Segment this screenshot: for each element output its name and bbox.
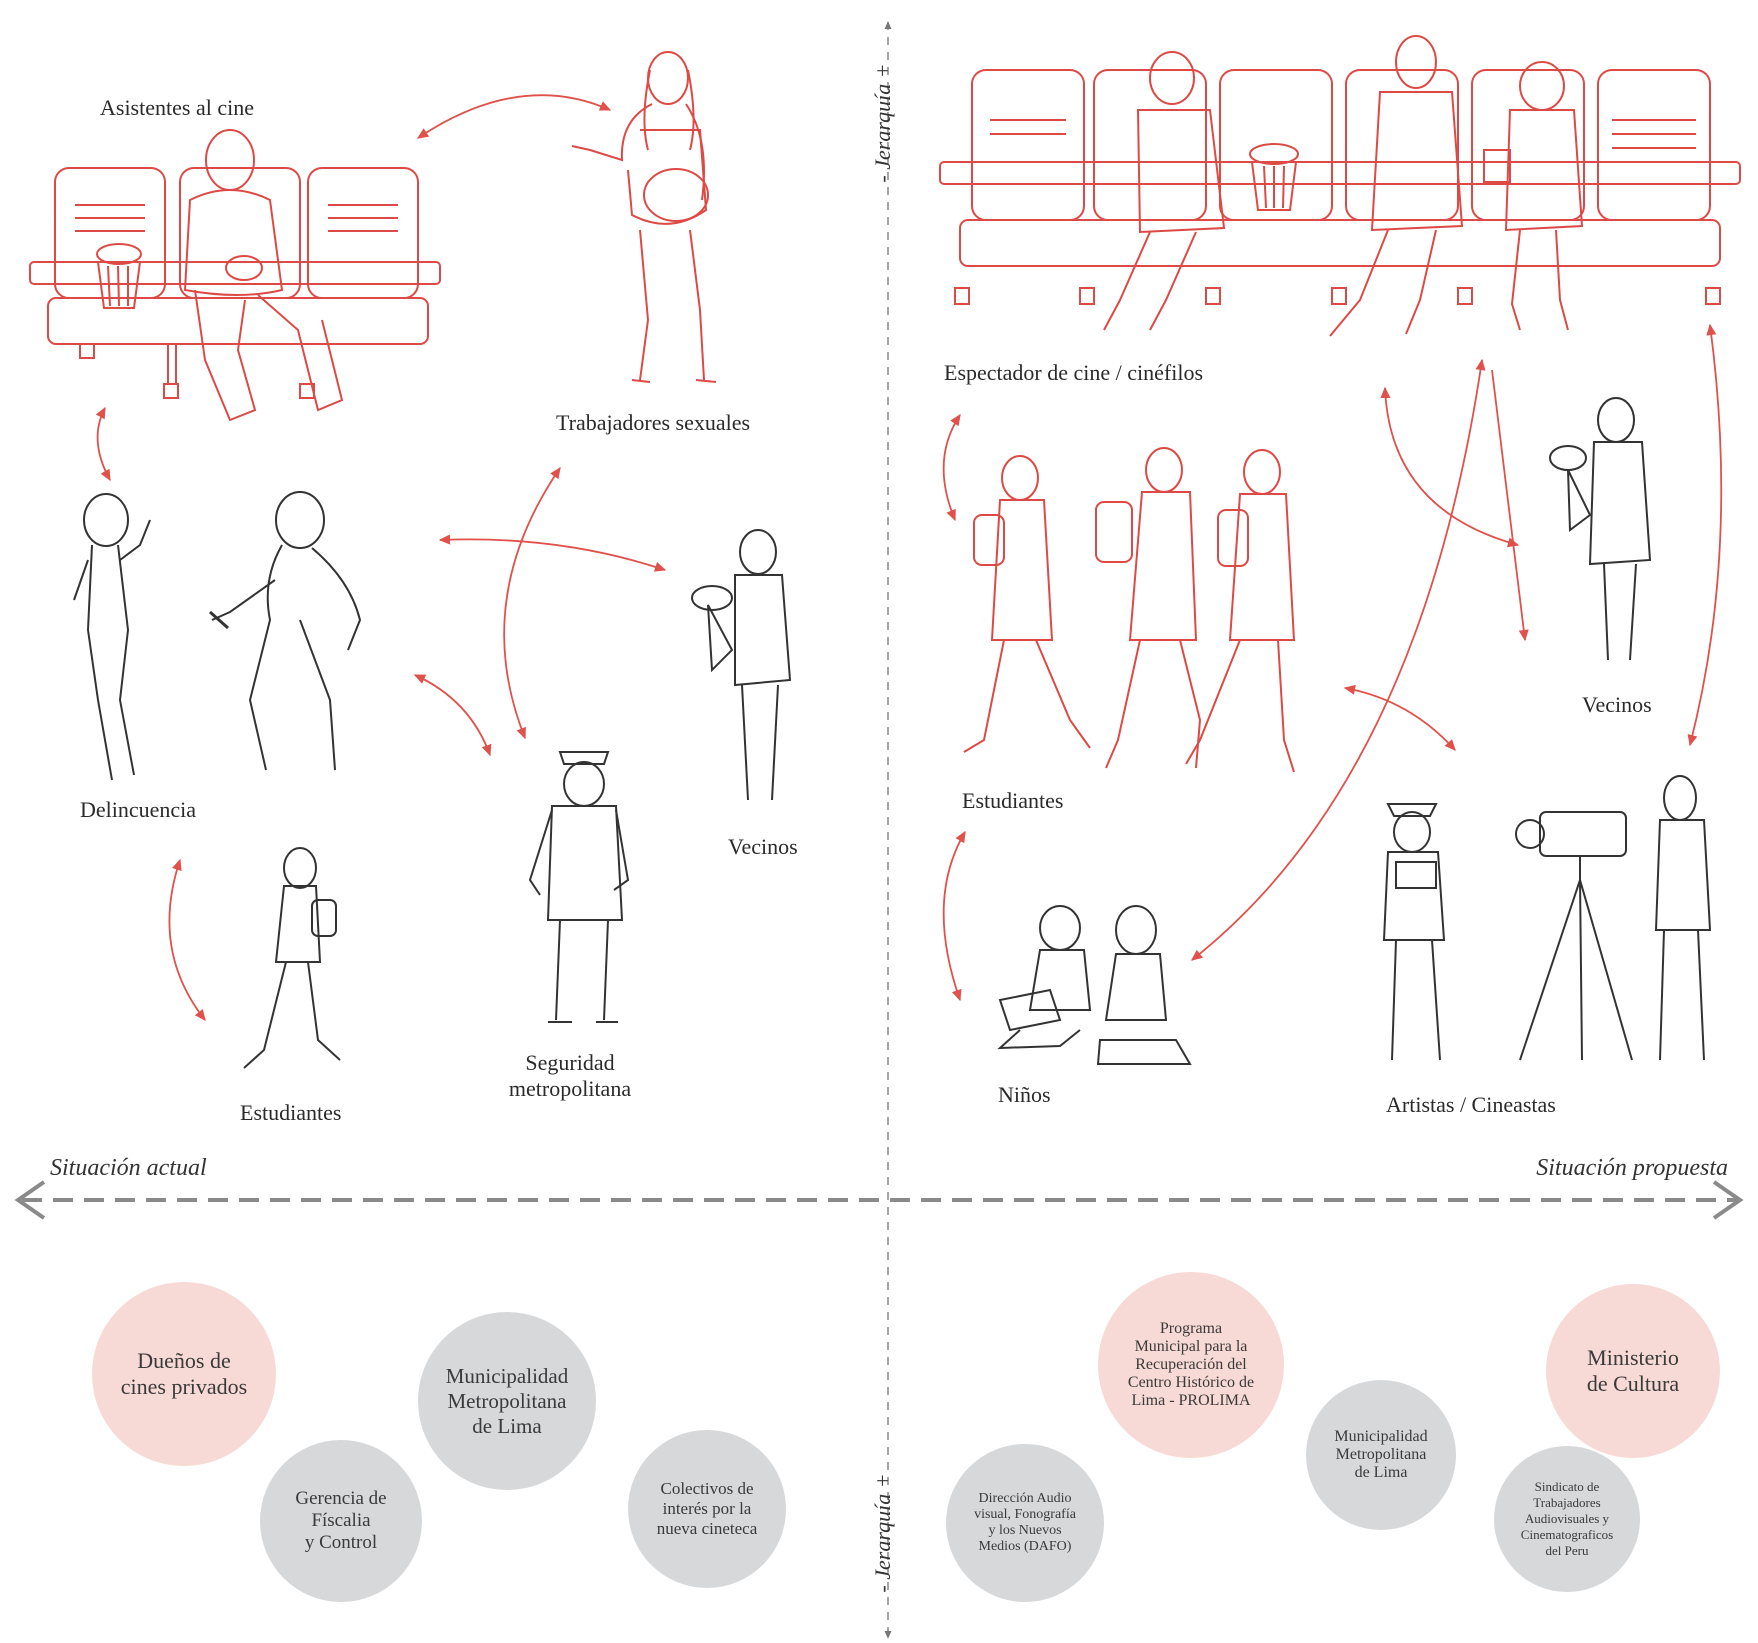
circle-sindicato-text: Sindicato de Trabajadores Audiovisuales …	[1520, 1479, 1614, 1558]
arrow-espectador-artistas-2	[1687, 323, 1723, 747]
neighbor-left-figure-icon	[691, 529, 792, 801]
circle-prolima-text: Programa Municipal para la Recuperación …	[1127, 1320, 1255, 1409]
label-espectador: Espectador de cine / cinéfilos	[944, 360, 1204, 385]
circle-municipalidad-left: Municipalidad Metropolitana de Lima	[418, 1312, 596, 1490]
arrow-espectador-artistas	[1491, 369, 1529, 642]
circle-dafo-text: Dirección Audio visual, Fonografía y los…	[974, 1491, 1076, 1554]
label-vecinos-left: Vecinos	[728, 834, 798, 859]
circle-colectivos: Colectivos de interés por la nueva cinet…	[628, 1430, 786, 1588]
label-trabajadores: Trabajadores sexuales	[556, 410, 751, 435]
student-left-figure-icon	[243, 847, 341, 1069]
label-vecinos-right: Vecinos	[1582, 692, 1652, 717]
arrow-estudiantes-ninos	[942, 830, 966, 1002]
circle-prolima: Programa Municipal para la Recuperación …	[1098, 1272, 1284, 1458]
circle-duenos-cines: Dueños de cines privados	[92, 1282, 276, 1466]
arrow-delincuencia-seguridad	[413, 674, 492, 757]
neighbor-right-figure-icon	[1549, 397, 1652, 661]
circle-ministerio-text: Ministerio de Cultura	[1586, 1345, 1680, 1396]
circle-colectivos-text: Colectivos de interés por la nueva cinet…	[656, 1479, 758, 1538]
label-asistentes: Asistentes al cine	[100, 95, 254, 120]
circle-dafo: Dirección Audio visual, Fonografía y los…	[946, 1444, 1104, 1602]
current-situation-label: Situación actual	[50, 1155, 207, 1181]
label-seguridad: Seguridad metropolitana	[508, 1050, 632, 1102]
arrow-asistentes-trabajadores	[416, 94, 612, 139]
relationship-arrows	[95, 94, 1723, 1021]
circle-municipalidad-right: Municipalidad Metropolitana de Lima	[1306, 1380, 1456, 1530]
axis-right-arrowhead	[1712, 1180, 1744, 1220]
security-guard-figure-icon	[528, 751, 630, 1023]
arrow-espectador-vecinos	[1380, 386, 1520, 548]
delinquency-figures-icon	[73, 491, 362, 781]
label-estudiantes-right: Estudiantes	[962, 788, 1064, 813]
arrow-trabajadores-seguridad	[503, 466, 561, 740]
arrow-asistentes-delincuencia	[95, 406, 111, 482]
axis-left-arrowhead	[14, 1180, 46, 1220]
label-ninos: Niños	[998, 1082, 1051, 1107]
circle-sindicato: Sindicato de Trabajadores Audiovisuales …	[1494, 1446, 1640, 1592]
label-artistas: Artistas / Cineastas	[1386, 1092, 1556, 1117]
circle-municipalidad-right-text: Municipalidad Metropolitana de Lima	[1334, 1428, 1428, 1481]
arrow-espectador-estudiantes	[942, 413, 961, 522]
arrow-delincuencia-estudiantes	[168, 858, 206, 1021]
hierarchy-axis-label-bottom: - Jerarquía +	[870, 1473, 895, 1593]
circle-duenos-cines-text: Dueños de cines privados	[120, 1348, 248, 1399]
arrow-estudiantes-artistas	[1343, 684, 1456, 751]
children-figures-icon	[997, 905, 1192, 1065]
proposed-situation-label: Situación propuesta	[1536, 1155, 1728, 1181]
label-estudiantes-left: Estudiantes	[240, 1100, 342, 1125]
hierarchy-axis-label-top: - Jerarquía +	[870, 63, 895, 183]
circle-municipalidad-left-text: Municipalidad Metropolitana de Lima	[445, 1363, 569, 1438]
circle-ministerio: Ministerio de Cultura	[1546, 1284, 1720, 1458]
artists-figures-icon	[1382, 775, 1712, 1061]
circle-gerencia: Gerencia de Físcalia y Control	[260, 1440, 422, 1602]
label-delincuencia: Delincuencia	[80, 797, 197, 822]
arrow-delincuencia-vecinos	[438, 534, 667, 572]
cinema-seats-left-icon	[29, 129, 441, 422]
circle-gerencia-text: Gerencia de Físcalia y Control	[295, 1488, 387, 1553]
sex-worker-figure-icon	[571, 51, 717, 383]
cinema-seats-right-icon	[939, 35, 1741, 337]
students-right-figures-icon	[963, 447, 1296, 773]
